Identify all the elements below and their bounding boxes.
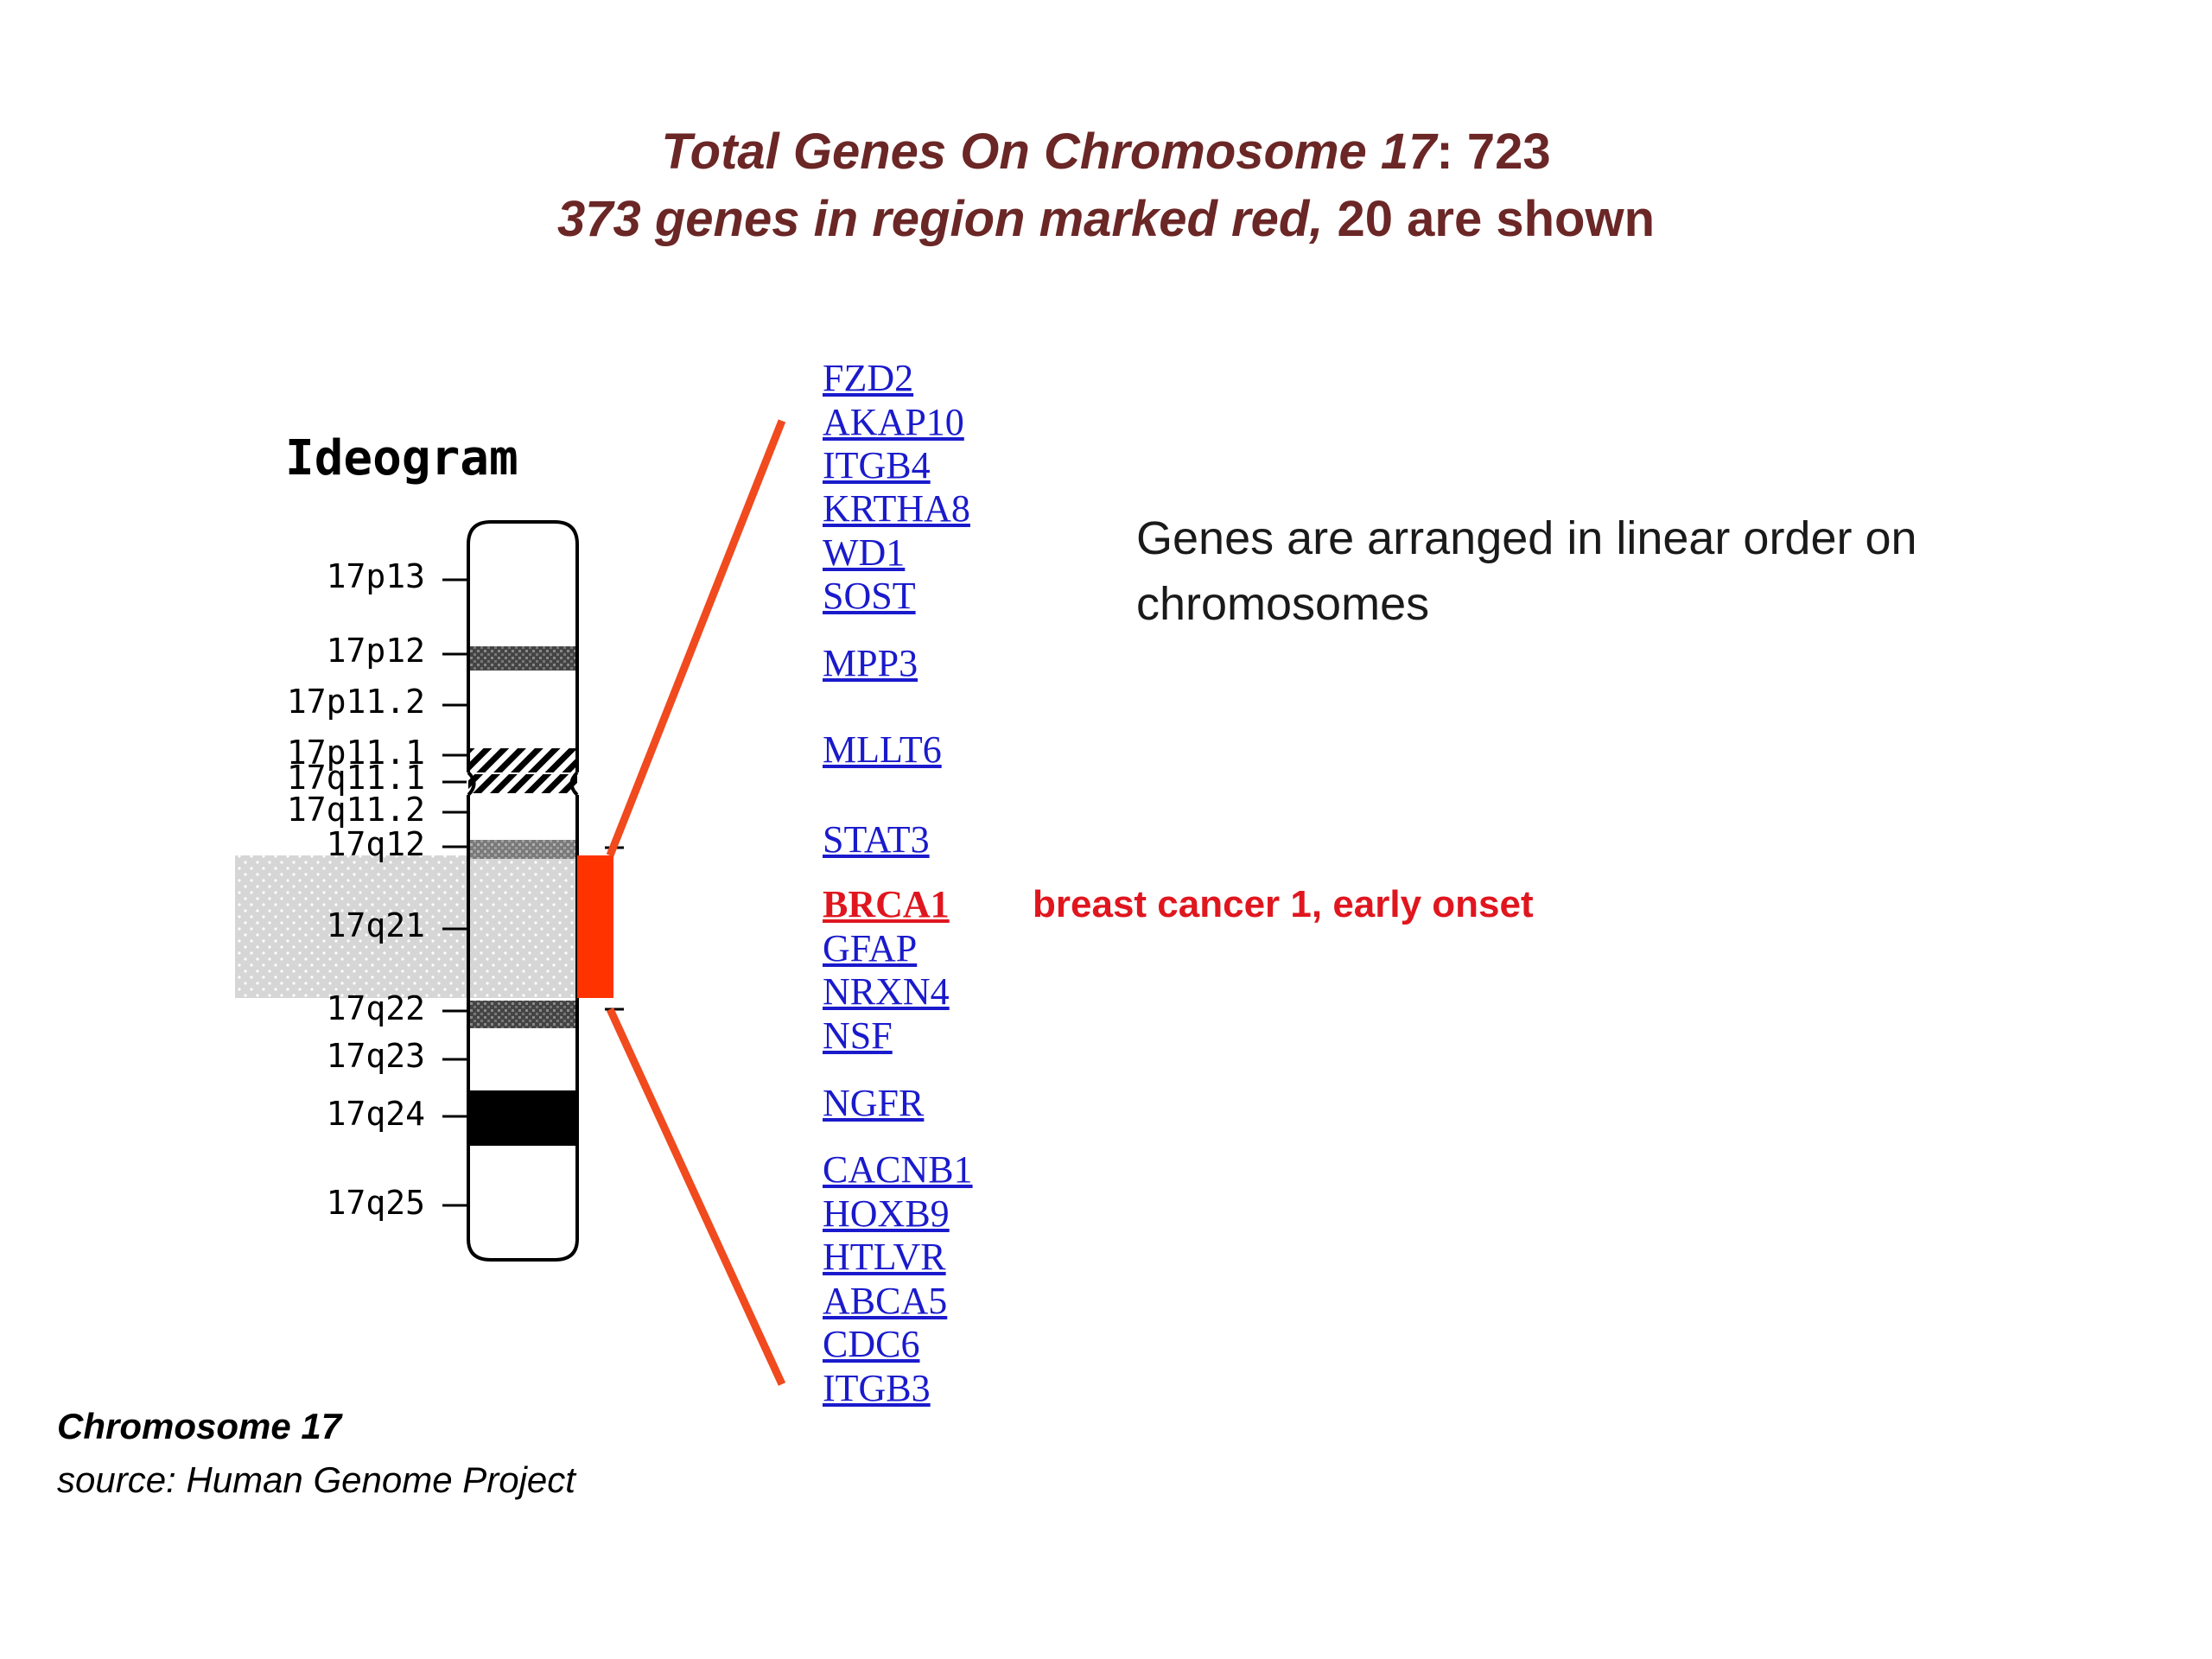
total-genes-label: Total Genes On Chromosome 17 bbox=[661, 124, 1437, 180]
gene-link[interactable]: CACNB1 bbox=[823, 1148, 973, 1191]
chromosome-p-arm-outline bbox=[467, 520, 579, 772]
gene-link[interactable]: CDC6 bbox=[823, 1323, 920, 1365]
gene-link[interactable]: FZD2 bbox=[823, 357, 914, 399]
band-label: 17q22 bbox=[326, 989, 425, 1027]
zoom-line-top bbox=[606, 419, 786, 857]
centromere bbox=[467, 771, 579, 797]
gene-link[interactable]: HOXB9 bbox=[823, 1192, 950, 1235]
zoom-region-shade bbox=[235, 855, 611, 998]
band-17q11-1-fill bbox=[468, 774, 577, 793]
ideogram-heading: Ideogram bbox=[285, 430, 518, 486]
band-label: 17q21 bbox=[326, 906, 425, 944]
band-label: 17p11.1 bbox=[286, 734, 425, 772]
gene-link[interactable]: GFAP bbox=[823, 927, 918, 969]
band-label: 17q11.1 bbox=[286, 759, 425, 797]
gene-link[interactable]: ABCA5 bbox=[823, 1280, 948, 1322]
gene-link[interactable]: NSF bbox=[823, 1014, 893, 1057]
band-17q22-fill bbox=[468, 1001, 577, 1028]
linear-order-note: Genes are arranged in linear order on ch… bbox=[1136, 512, 1917, 630]
gene-link[interactable]: NGFR bbox=[823, 1082, 925, 1124]
chromosome-q-arm-outline bbox=[467, 795, 579, 1262]
band-17p12-fill bbox=[468, 646, 577, 671]
chromosome-ideogram bbox=[235, 419, 786, 1386]
gene-link[interactable]: MPP3 bbox=[823, 642, 918, 684]
gene-link[interactable]: STAT3 bbox=[823, 818, 930, 861]
gene-link[interactable]: MLLT6 bbox=[823, 728, 942, 771]
gene-link[interactable]: ITGB3 bbox=[823, 1367, 931, 1409]
zoom-line-bottom bbox=[606, 1007, 786, 1386]
gene-link[interactable]: AKAP10 bbox=[823, 401, 964, 443]
band-label: 17q11.2 bbox=[286, 791, 425, 829]
band-17q12-fill bbox=[468, 840, 577, 859]
gene-link[interactable]: ITGB4 bbox=[823, 444, 931, 486]
band-label: 17q25 bbox=[326, 1184, 425, 1222]
chart-title-line-2: 373 genes in region marked red, 20 are s… bbox=[0, 194, 2212, 245]
chart-title-line-1: Total Genes On Chromosome 17: 723 bbox=[0, 127, 2212, 177]
brca1-description: breast cancer 1, early onset bbox=[1033, 883, 1534, 925]
figure-caption-title: Chromosome 17 bbox=[57, 1406, 342, 1446]
gene-link[interactable]: SOST bbox=[823, 575, 916, 617]
band-label: 17p11.2 bbox=[286, 683, 425, 721]
gene-link-brca1[interactable]: BRCA1 bbox=[823, 883, 950, 925]
band-label: 17q23 bbox=[326, 1037, 425, 1075]
band-17q24-fill bbox=[468, 1090, 577, 1146]
marked-region bbox=[577, 855, 613, 998]
total-genes-value: 723 bbox=[1466, 124, 1551, 180]
region-count-text: 373 genes in region marked red, bbox=[556, 191, 1324, 247]
figure-caption-source: source: Human Genome Project bbox=[57, 1459, 575, 1500]
gene-link[interactable]: HTLVR bbox=[823, 1236, 946, 1278]
band-label: 17p12 bbox=[326, 632, 425, 670]
band-label: 17q24 bbox=[326, 1095, 425, 1133]
gene-link[interactable]: NRXN4 bbox=[823, 970, 950, 1013]
shown-count-text: 20 are shown bbox=[1323, 191, 1656, 247]
band-label: 17p13 bbox=[326, 557, 425, 595]
band-label: 17q12 bbox=[326, 825, 425, 863]
band-ticks bbox=[442, 578, 467, 1207]
title-separator: : bbox=[1436, 124, 1467, 180]
gene-link[interactable]: KRTHA8 bbox=[823, 487, 970, 530]
gene-link[interactable]: WD1 bbox=[823, 531, 906, 574]
band-17p11-1-fill bbox=[468, 748, 577, 772]
